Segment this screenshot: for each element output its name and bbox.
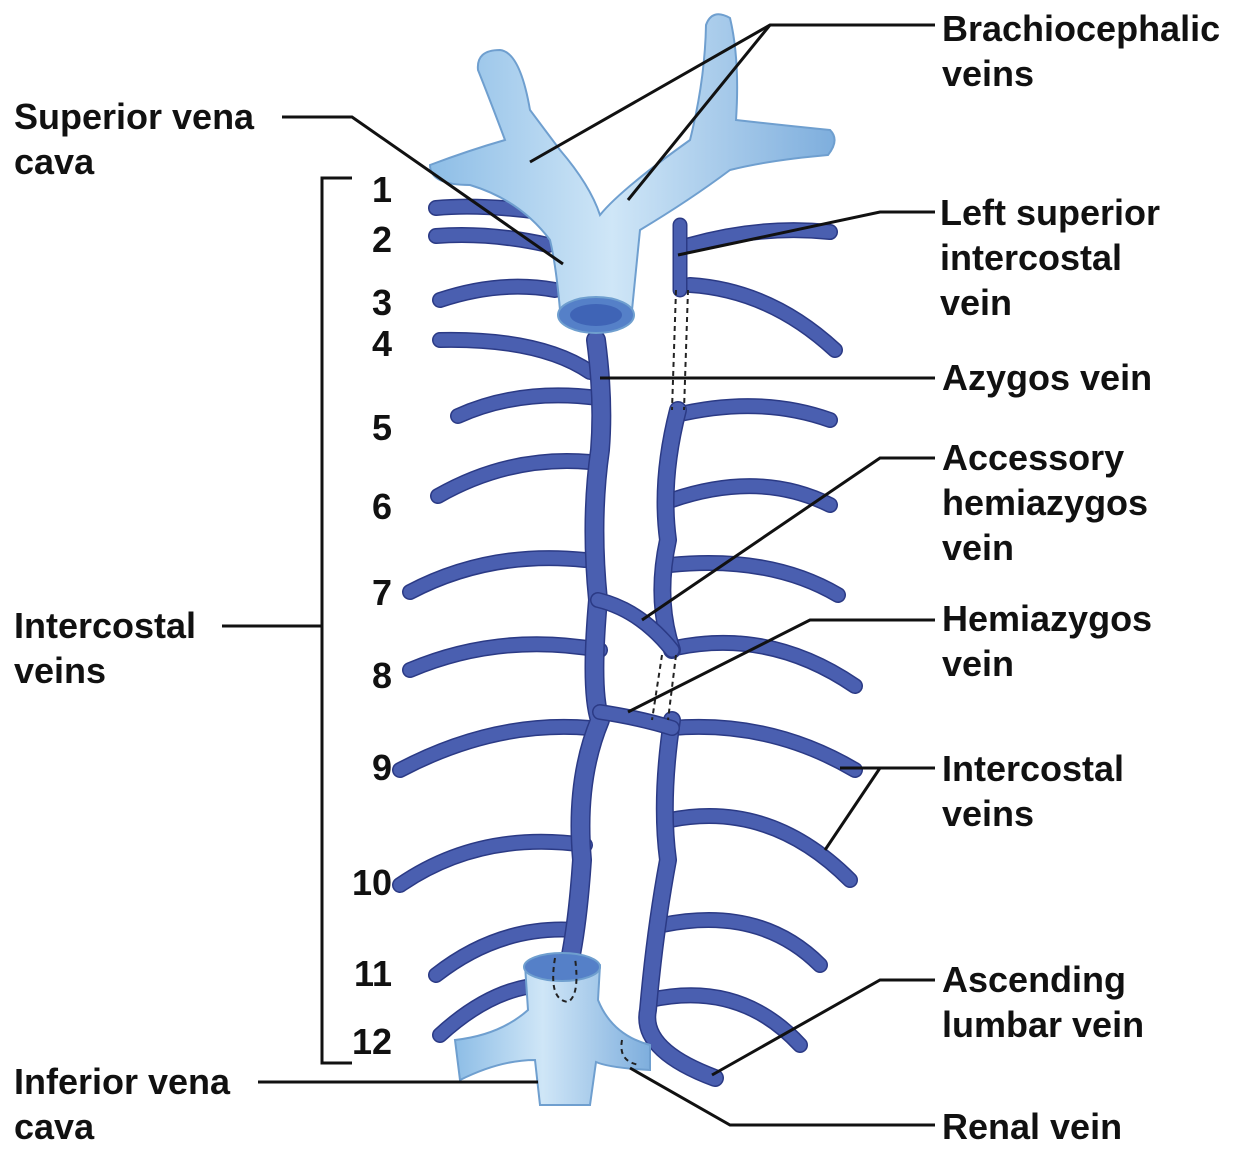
rib-number-3: 3 bbox=[336, 285, 392, 321]
rib-number-7: 7 bbox=[336, 575, 392, 611]
inferior-vena-cava-opening bbox=[524, 953, 600, 981]
dashed-vessel-upper-a bbox=[672, 290, 676, 410]
label-renal-vein: Renal vein bbox=[942, 1104, 1122, 1149]
rib-number-9: 9 bbox=[336, 750, 392, 786]
intercostal-vein-left-3 bbox=[440, 287, 555, 300]
superior-vena-cava-lumen bbox=[570, 304, 622, 326]
rib-number-10: 10 bbox=[336, 865, 392, 901]
leader-ascending-lumbar bbox=[712, 980, 935, 1075]
intercostal-vein-branches bbox=[400, 207, 855, 1045]
dashed-vessel-upper-b bbox=[684, 290, 688, 410]
intercostal-vein-right-9 bbox=[662, 920, 820, 965]
intercostal-vein-left-5 bbox=[458, 395, 598, 416]
label-azygos-vein: Azygos vein bbox=[942, 355, 1152, 400]
rib-number-1: 1 bbox=[336, 172, 392, 208]
rib-number-2: 2 bbox=[336, 222, 392, 258]
intercostal-vein-left-10 bbox=[400, 842, 585, 885]
intercostal-vein-right-6 bbox=[675, 643, 855, 686]
intercostal-vein-left-6 bbox=[438, 461, 590, 496]
rib-number-11: 11 bbox=[336, 956, 392, 992]
rib-number-12: 12 bbox=[336, 1024, 392, 1060]
dashed-vessel-mid-a bbox=[652, 655, 662, 720]
rib-number-8: 8 bbox=[336, 658, 392, 694]
rib-number-4: 4 bbox=[336, 326, 392, 362]
brachiocephalic-veins-shape bbox=[430, 14, 835, 322]
leader-renal bbox=[630, 1068, 935, 1125]
leader-intercostal-right-b bbox=[825, 768, 880, 850]
intercostal-vein-right-2-outline bbox=[690, 285, 835, 350]
intercostal-vein-left-8 bbox=[410, 644, 600, 670]
rib-number-6: 6 bbox=[336, 489, 392, 525]
rib-number-5: 5 bbox=[336, 410, 392, 446]
